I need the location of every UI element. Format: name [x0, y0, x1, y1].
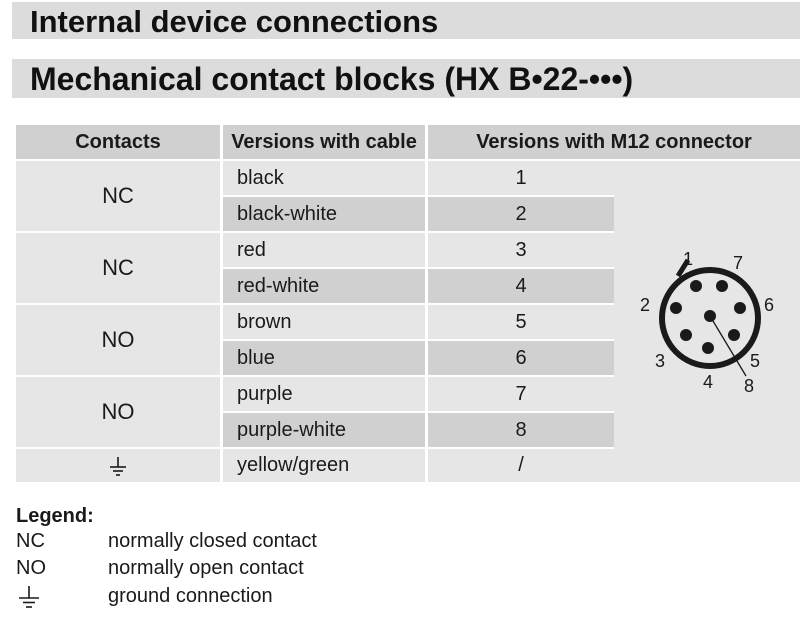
pin-label-8: 8: [744, 376, 754, 396]
cable-row-7: purple: [223, 377, 425, 411]
contact-group-4: NO: [16, 377, 220, 447]
cable-row-1: black: [223, 161, 425, 195]
cable-row-3: red: [223, 233, 425, 267]
page-title: Internal device connections: [30, 4, 439, 39]
contact-group-2: NC: [16, 233, 220, 303]
pin-label-7: 7: [733, 253, 743, 273]
cable-row-4: red-white: [223, 269, 425, 303]
cable-row-2: black-white: [223, 197, 425, 231]
pin-row-3: 3: [428, 233, 614, 267]
pin-label-5: 5: [750, 351, 760, 371]
subtitle-banner: Mechanical contact blocks (HX B•22-•••): [12, 59, 800, 98]
connector-panel: [614, 161, 800, 482]
legend-title: Legend:: [16, 505, 94, 527]
cable-row-6: blue: [223, 341, 425, 375]
cable-row-8: purple-white: [223, 413, 425, 447]
pin-row-2: 2: [428, 197, 614, 231]
legend-code-nc: NC: [16, 530, 45, 552]
header-contacts: Contacts: [16, 125, 220, 159]
pin-1-dot: [690, 280, 702, 292]
pin-4-dot: [702, 342, 714, 354]
pin-row-8: 8: [428, 413, 614, 447]
pin-row-5: 5: [428, 305, 614, 339]
pin-row-9: /: [428, 449, 614, 482]
contact-group-1: NC: [16, 161, 220, 231]
pin-label-3: 3: [655, 351, 665, 371]
pin-8-leader: [709, 315, 747, 377]
pin-label-6: 6: [764, 295, 774, 315]
pin-7-dot: [716, 280, 728, 292]
pin-row-1: 1: [428, 161, 614, 195]
contact-ground: [16, 449, 220, 482]
connector-key: [675, 258, 691, 278]
pin-3-dot: [680, 329, 692, 341]
pin-5-dot: [728, 329, 740, 341]
pin-label-2: 2: [640, 295, 650, 315]
pin-label-1: 1: [683, 249, 693, 269]
pin-row-7: 7: [428, 377, 614, 411]
section-title: Mechanical contact blocks (HX B•22-•••): [30, 61, 634, 97]
m12-connector-diagram: 1 2 3 4 5 6 7 8: [640, 249, 774, 396]
cable-row-5: brown: [223, 305, 425, 339]
legend-desc-ground: ground connection: [108, 585, 273, 607]
legend-code-no: NO: [16, 557, 46, 579]
legend-desc-nc: normally closed contact: [108, 530, 317, 552]
title-banner: Internal device connections: [12, 2, 800, 39]
connections-table: Contacts Versions with cable Versions wi…: [16, 125, 800, 482]
header-m12: Versions with M12 connector: [428, 125, 800, 159]
ground-icon: [110, 456, 126, 476]
cable-row-9: yellow/green: [223, 449, 425, 482]
header-cable: Versions with cable: [223, 125, 425, 159]
pin-label-4: 4: [703, 372, 713, 392]
contact-group-3: NO: [16, 305, 220, 375]
legend-code-ground: [16, 585, 96, 615]
pin-2-dot: [670, 302, 682, 314]
connector-ring: [659, 267, 761, 369]
pin-6-dot: [734, 302, 746, 314]
legend-desc-no: normally open contact: [108, 557, 304, 579]
pin-row-4: 4: [428, 269, 614, 303]
ground-icon: [19, 586, 39, 608]
pin-row-6: 6: [428, 341, 614, 375]
